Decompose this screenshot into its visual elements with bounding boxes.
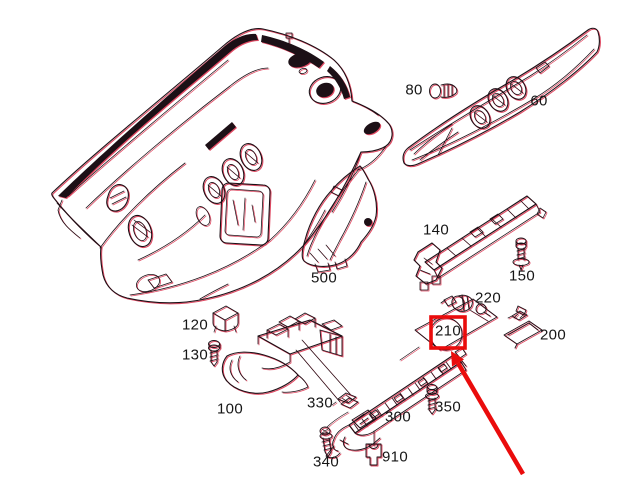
- part-label-350[interactable]: 350: [435, 398, 461, 416]
- part-label-910[interactable]: 910: [382, 448, 408, 466]
- part-label-80[interactable]: 80: [405, 81, 423, 99]
- part-label-120[interactable]: 120: [182, 316, 208, 334]
- part-label-220[interactable]: 220: [475, 289, 501, 307]
- highlight-annotations: [429, 315, 525, 476]
- highlight-arrow-shaft: [456, 361, 525, 476]
- part-label-210[interactable]: 210: [435, 322, 461, 340]
- part-label-200[interactable]: 200: [540, 326, 566, 344]
- part-label-330[interactable]: 330: [307, 394, 333, 412]
- part-label-500[interactable]: 500: [311, 269, 337, 287]
- highlight-box: [429, 315, 467, 350]
- part-label-140[interactable]: 140: [423, 221, 449, 239]
- part-label-60[interactable]: 60: [530, 92, 548, 110]
- part-label-340[interactable]: 340: [313, 453, 339, 471]
- part-label-130[interactable]: 130: [182, 346, 208, 364]
- part-label-300[interactable]: 300: [385, 408, 411, 426]
- part-label-150[interactable]: 150: [509, 267, 535, 285]
- highlight-arrow-head: [451, 351, 464, 367]
- part-label-100[interactable]: 100: [217, 400, 243, 418]
